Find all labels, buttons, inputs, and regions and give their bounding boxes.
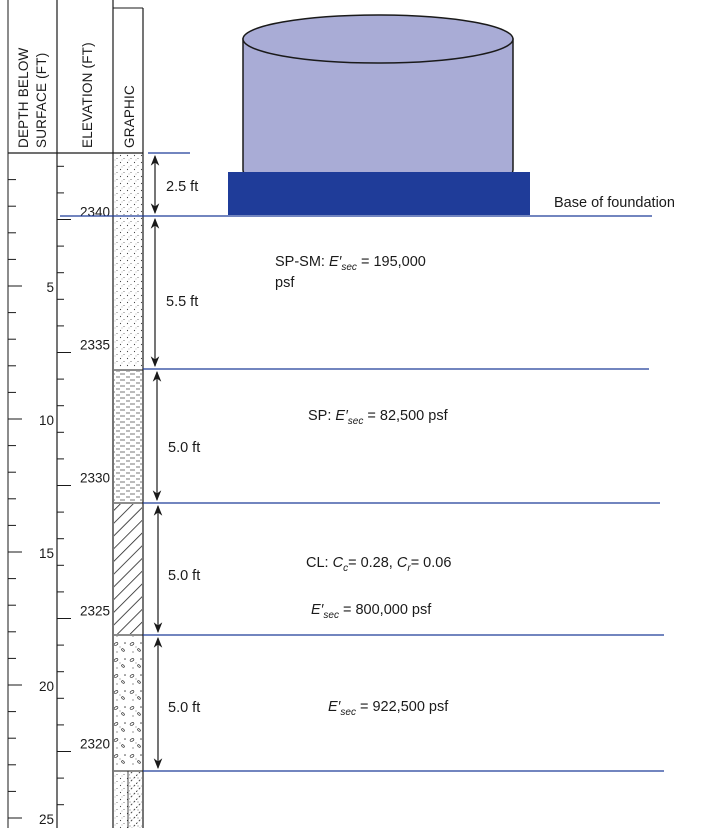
elevation-tick-label: 2320	[80, 737, 110, 752]
depth-tick-label: 25	[39, 812, 54, 827]
elevation-tick-label: 2335	[80, 338, 110, 353]
graphic-gravel	[114, 636, 142, 770]
elevation-tick-label: 2330	[80, 471, 110, 486]
graphic-sp-sm	[114, 154, 142, 368]
depth-header-line1: DEPTH BELOW	[16, 47, 31, 148]
elevation-header: ELEVATION (FT)	[80, 42, 95, 148]
elevation-tick-label: 2340	[80, 205, 110, 220]
layer-cl-modulus: E′sec = 800,000 psf	[311, 602, 432, 621]
graphic-cl	[114, 504, 142, 634]
graphic-header: GRAPHIC	[122, 85, 137, 148]
footing	[228, 172, 530, 215]
log-columns	[7, 0, 144, 828]
layer-sp-sm-unit: psf	[275, 275, 295, 291]
graphic-bottom-dots	[114, 772, 128, 828]
base-of-foundation-label: Base of foundation	[554, 195, 675, 211]
dimension-arrows	[150, 154, 163, 770]
layer-bottom-modulus: E′sec = 922,500 psf	[328, 699, 449, 718]
layer-sp-modulus: SP: E′sec = 82,500 psf	[308, 408, 449, 427]
depth-scale: 5 10 15 20 25	[8, 179, 54, 827]
graphic-bottom-mix	[129, 772, 142, 828]
layer-cl-indices: CL: Cc= 0.28, Cr= 0.06	[306, 555, 451, 574]
graphic-sp	[114, 371, 142, 502]
dim-label-5: 5.0 ft	[168, 700, 200, 716]
dim-label-2: 5.5 ft	[166, 294, 198, 310]
depth-tick-label: 5	[46, 280, 54, 295]
elevation-scale: 2340 2335 2330 2325 2320	[57, 165, 110, 806]
depth-tick-label: 15	[39, 546, 54, 561]
column-headers: DEPTH BELOW SURFACE (FT) ELEVATION (FT) …	[16, 42, 137, 148]
elevation-tick-label: 2325	[80, 604, 110, 619]
layer-properties: SP-SM: E′sec = 195,000 psf SP: E′sec = 8…	[275, 254, 451, 718]
dim-label-1: 2.5 ft	[166, 179, 198, 195]
dimension-labels: 2.5 ft 5.5 ft 5.0 ft 5.0 ft 5.0 ft	[166, 179, 200, 716]
dim-label-4: 5.0 ft	[168, 568, 200, 584]
depth-tick-label: 20	[39, 679, 54, 694]
layer-boundaries	[60, 152, 664, 772]
tank-top	[242, 14, 514, 64]
tank	[242, 14, 514, 195]
depth-header-line2: SURFACE (FT)	[34, 53, 49, 148]
soil-graphic-log	[114, 154, 143, 828]
dim-label-3: 5.0 ft	[168, 440, 200, 456]
depth-tick-label: 10	[39, 413, 54, 428]
layer-sp-sm-modulus: SP-SM: E′sec = 195,000	[275, 254, 426, 273]
